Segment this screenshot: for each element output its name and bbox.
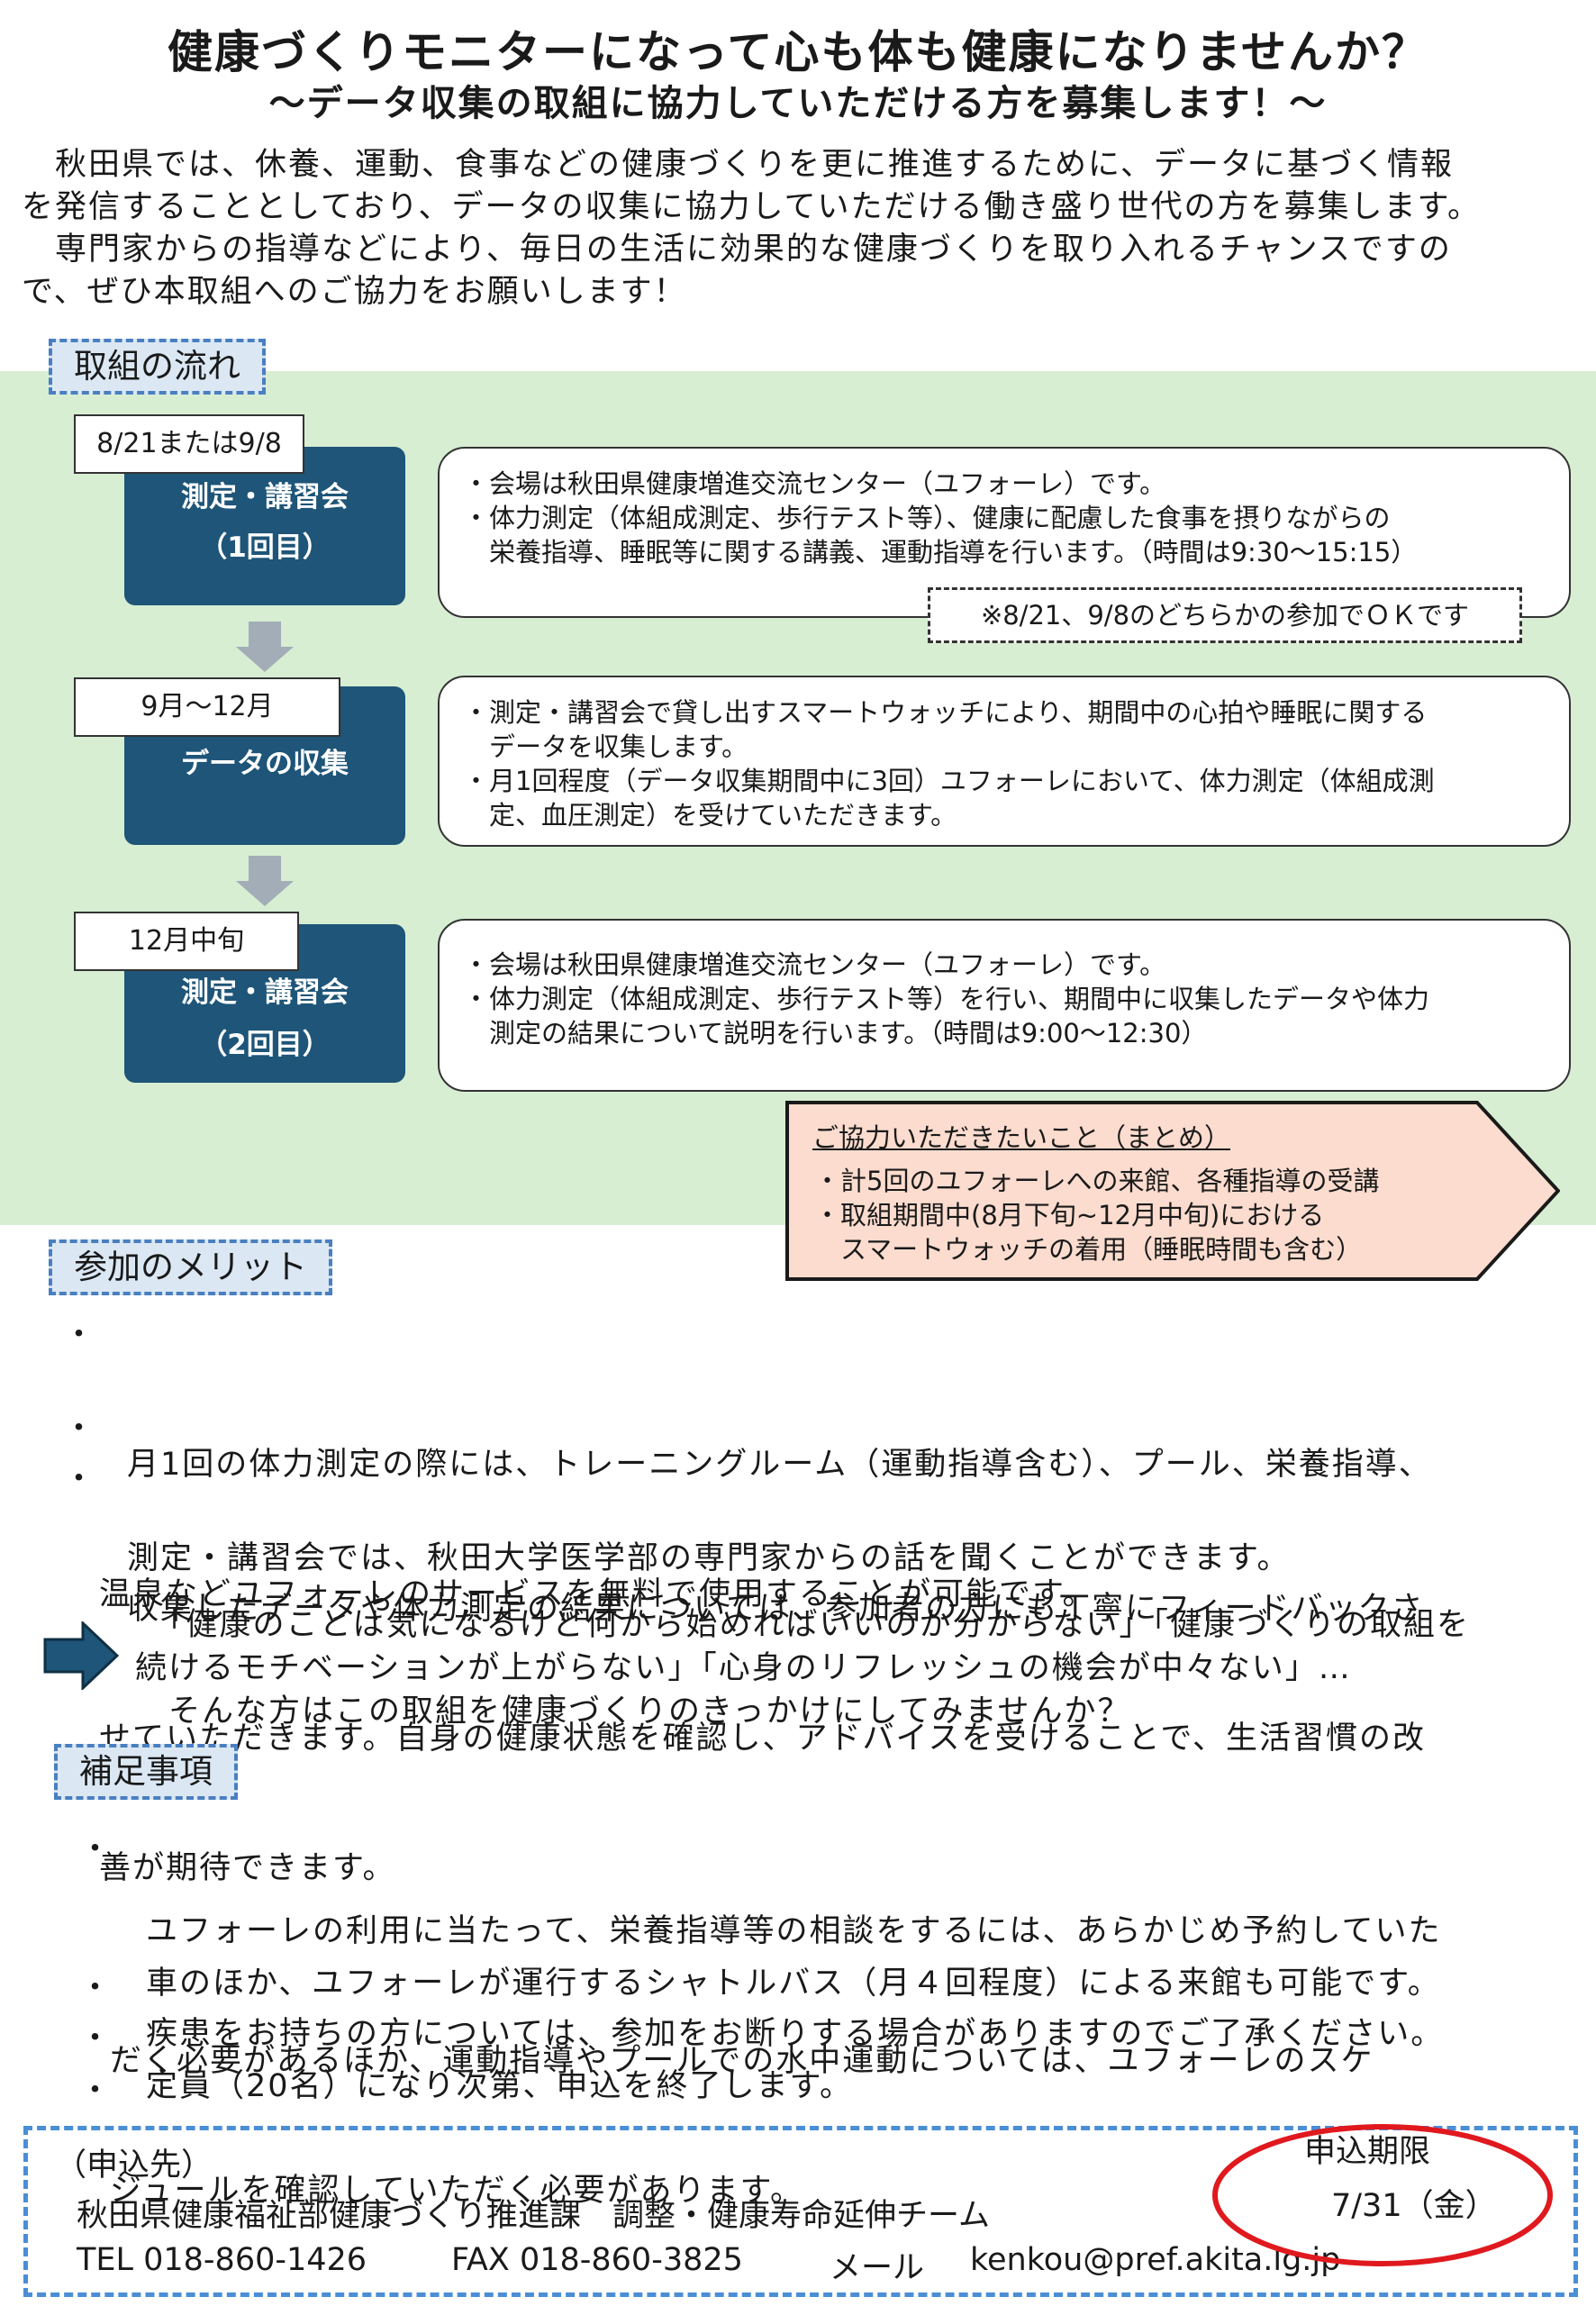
step-2-title: データの収集 <box>181 748 349 780</box>
bullet: ・ <box>63 1317 97 1353</box>
step-3-subtitle: （2回目） <box>199 1029 331 1061</box>
contact-tel: TEL 018-860-1426 <box>77 2242 367 2278</box>
supplement-line: 定員（20名）になり次第、申込を終了します。 <box>146 2068 854 2104</box>
supplement-line: ジュールを確認していただく必要があります。 <box>110 2173 804 2209</box>
deadline-label: 申込期限 <box>1304 2134 1431 2170</box>
desc-line: ・体力測定（体組成測定、歩行テスト等）を行い、期間中に収集したデータや体力 <box>463 984 1430 1014</box>
merit-item: ・ 収集したデータや体力測定の結果については、参加者の方にも丁寧にフィードバック… <box>63 1457 1582 1933</box>
desc-line: データを収集します。 <box>463 731 748 762</box>
callout-line: そんな方はこの取組を健康づくりのきっかけにしてみませんか？ <box>135 1693 1131 1730</box>
supplement-line: ユフォーレの利用に当たって、栄養指導等の相談をするには、あらかじめ予約していた <box>146 1913 1442 1949</box>
contact-department: 秋田県健康福祉部健康づくり推進課 調整・健康寿命延伸チーム <box>77 2198 990 2234</box>
contact-fax: FAX 018-860-3825 <box>451 2242 743 2278</box>
step-1-subtitle: （1回目） <box>199 531 331 564</box>
step-2-description: ・測定・講習会で貸し出すスマートウォッチにより、期間中の心拍や睡眠に関する デー… <box>438 676 1571 847</box>
desc-line: ・月1回程度（データ収集期間中に3回）ユフォーレにおいて、体力測定（体組成測 <box>463 766 1435 796</box>
bullet: ・ <box>79 1970 112 2006</box>
supplement-heading: 補足事項 <box>54 1744 238 1800</box>
bullet: ・ <box>79 1831 112 1867</box>
summary-box: ご協力いただきたいこと（まとめ） ・計5回のユフォーレへの来館、各種指導の受講 … <box>785 1101 1560 1281</box>
down-arrow-icon <box>236 856 294 906</box>
contact-box: （申込先） 秋田県健康福祉部健康づくり推進課 調整・健康寿命延伸チーム TEL … <box>23 2126 1578 2297</box>
desc-line: 定、血圧測定）を受けていただきます。 <box>463 800 957 831</box>
desc-line: ・測定・講習会で貸し出すスマートウォッチにより、期間中の心拍や睡眠に関する <box>463 697 1428 728</box>
deadline-date: 7/31（金） <box>1331 2188 1497 2224</box>
contact-heading: （申込先） <box>55 2147 213 2183</box>
date-note: ※8/21、9/8のどちらかの参加でＯＫです <box>928 587 1522 643</box>
step-2-date: 9月～12月 <box>74 677 340 737</box>
summary-shape <box>785 1101 1560 1281</box>
merit-line: 善が期待できます。 <box>99 1850 396 1886</box>
flow-heading: 取組の流れ <box>49 339 266 395</box>
down-arrow-icon <box>236 622 294 672</box>
desc-line: ・体力測定（体組成測定、歩行テスト等）、健康に配慮した食事を摂りながらの <box>463 503 1391 533</box>
merit-item: ・ 測定・講習会では、秋田大学医学部の専門家からの話を聞くことができます。 <box>63 1407 1582 1623</box>
merit-line: 測定・講習会では、秋田大学医学部の専門家からの話を聞くことができます。 <box>94 1540 1291 1576</box>
deadline-ring <box>1207 2119 1558 2275</box>
bullet: ・ <box>79 2020 112 2056</box>
bullet: ・ <box>63 1411 97 1447</box>
right-arrow-icon <box>43 1620 120 1693</box>
supplement-line: だく必要があるほか、運動指導やプールでの水中運動については、ユフォーレのスケ <box>110 2043 1374 2079</box>
desc-line: ・会場は秋田県健康増進交流センター（ユフォーレ）です。 <box>463 468 1166 499</box>
intro-line: 秋田県では、休養、運動、食事などの健康づくりを更に推進するために、データに基づく… <box>22 147 1454 183</box>
merit-line: せていただきます。自身の健康状態を確認し、アドバイスを受けることで、生活習慣の改 <box>99 1720 1427 1757</box>
intro-line: を発信することとしており、データの収集に協力していただける働き盛り世代の方を募集… <box>22 189 1481 225</box>
desc-line: 測定の結果について説明を行います。（時間は9:00～12:30） <box>463 1018 1208 1049</box>
step-3-title: 測定・講習会 <box>181 976 349 1009</box>
callout-line: 「健康のことは気になるけど何から始めればいいのか分からない」「健康づくりの取組を <box>135 1607 1471 1643</box>
merit-item: ・ 月1回の体力測定の際には、トレーニングルーム（運動指導含む）、プール、栄養指… <box>63 1313 1582 1659</box>
summary-line: スマートウォッチの着用（睡眠時間も含む） <box>814 1234 1363 1265</box>
supplement-line: 車のほか、ユフォーレが運行するシャトルバス（月４回程度）による来館も可能です。 <box>146 1966 1441 2002</box>
summary-title: ご協力いただきたいこと（まとめ） <box>812 1122 1231 1153</box>
supplement-item: ユフォーレの利用に当たって、栄養指導等の相談をするには、あらかじめ予約していた … <box>110 1823 1587 2256</box>
desc-line: 栄養指導、睡眠等に関する講義、運動指導を行います。（時間は9:30～15:15） <box>463 537 1418 567</box>
page-title: 健康づくりモニターになって心も体も健康になりませんか？ <box>168 26 1428 78</box>
merit-line: 収集したデータや体力測定の結果については、参加者の方にも丁寧にフィードバックさ <box>94 1591 1425 1627</box>
step-3-date: 12月中旬 <box>74 912 299 971</box>
step-1-title: 測定・講習会 <box>181 481 349 513</box>
merit-line: 温泉などユフォーレのサービスを無料で使用することが可能です。 <box>99 1576 1096 1612</box>
step-3-description: ・会場は秋田県健康増進交流センター（ユフォーレ）です。 ・体力測定（体組成測定、… <box>438 919 1571 1092</box>
desc-line: ・会場は秋田県健康増進交流センター（ユフォーレ）です。 <box>463 949 1166 980</box>
supplement-line: 疾患をお持ちの方については、参加をお断りする場合がありますのでご了承ください。 <box>146 2016 1445 2052</box>
merit-line: 月1回の体力測定の際には、トレーニングルーム（運動指導含む）、プール、栄養指導、 <box>94 1447 1432 1483</box>
callout-line: 続けるモチベーションが上がらない」「心身のリフレッシュの機会が中々ない」… <box>135 1650 1352 1686</box>
merits-heading: 参加のメリット <box>49 1239 332 1295</box>
summary-line: ・取組期間中(8月下旬~12月中旬)における <box>814 1200 1325 1230</box>
bullet: ・ <box>79 2073 112 2109</box>
page-subtitle: ～データ収集の取組に協力していただける方を募集します！～ <box>268 83 1328 124</box>
step-1-date: 8/21または9/8 <box>74 414 304 474</box>
summary-line: ・計5回のユフォーレへの来館、各種指導の受講 <box>814 1166 1380 1196</box>
bullet: ・ <box>63 1461 97 1497</box>
intro-line: で、ぜひ本取組へのご協力をお願いします！ <box>22 274 687 310</box>
contact-mail-label: メール <box>830 2250 925 2286</box>
intro-line: 専門家からの指導などにより、毎日の生活に効果的な健康づくりを取り入れるチャンスで… <box>22 232 1452 268</box>
